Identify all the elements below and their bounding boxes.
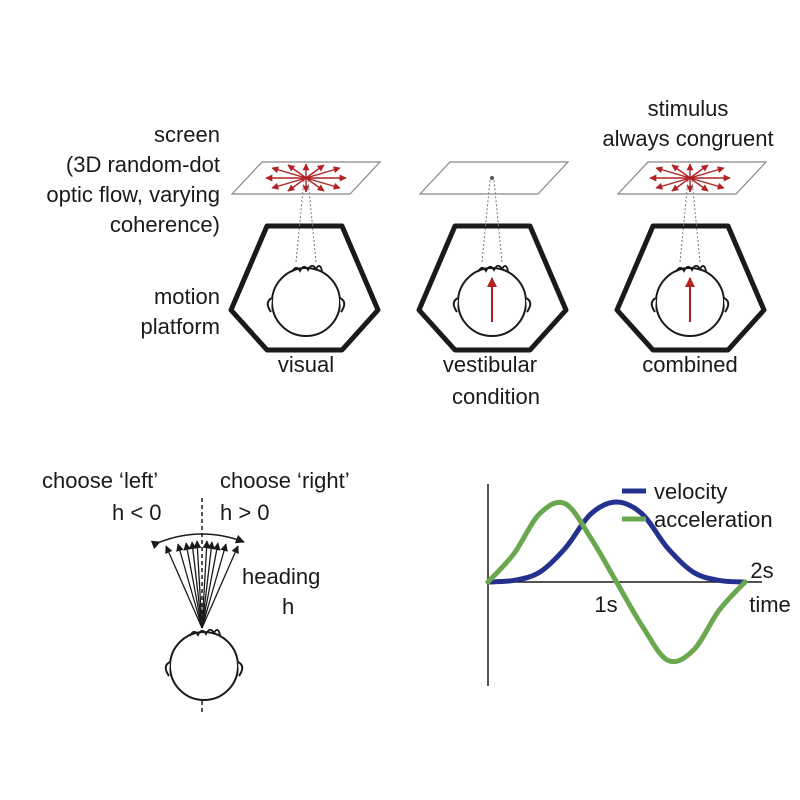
optic-flow-arrows [265, 163, 347, 193]
stimulus-label: stimulus always congruent [602, 96, 773, 151]
choice-arc [150, 533, 245, 550]
screen-label: screen (3D random-dot optic flow, varyin… [46, 122, 220, 237]
optic-flow-arrows [649, 163, 731, 193]
head-icon [266, 264, 346, 337]
screen-label-line: optic flow, varying [46, 182, 220, 207]
series-line-acceleration [485, 499, 748, 665]
stimulus-label-line: always congruent [602, 126, 773, 151]
platform-label: motion platform [141, 284, 220, 339]
heading-arrows [165, 540, 239, 629]
heading-symbol: h [282, 594, 294, 619]
sight-lines [481, 179, 503, 263]
stimulus-label-line: stimulus [648, 96, 729, 121]
condition-vestibular: vestibular [443, 352, 537, 377]
screen-label-line: screen [154, 122, 220, 147]
legend: velocity acceleration [622, 479, 773, 532]
setup-combined: combined [614, 161, 768, 377]
platform-frame [228, 223, 381, 353]
left-rule-label: h < 0 [112, 500, 162, 525]
x-tick-1s: 1s [594, 592, 617, 617]
platform-label-line: platform [141, 314, 220, 339]
condition-caption: condition [452, 384, 540, 409]
series-line-velocity [485, 499, 748, 585]
platform-label-line: motion [154, 284, 220, 309]
head-icon [164, 628, 244, 701]
setup-visual: visual [228, 161, 382, 377]
x-tick-2s: 2s [750, 558, 773, 583]
platform-frame [614, 223, 767, 353]
screen-label-line: coherence) [110, 212, 220, 237]
legend-acceleration: acceleration [654, 507, 773, 532]
motion-profile-chart: velocity acceleration 1s 2s time [485, 479, 791, 686]
setup-vestibular: vestibular condition [416, 161, 570, 409]
heading-label: heading [242, 564, 320, 589]
series-layer [485, 499, 748, 665]
fixation-dot [490, 176, 494, 180]
platform-frame [416, 223, 569, 353]
condition-visual: visual [278, 352, 334, 377]
x-axis-label: time [749, 592, 791, 617]
choose-right-label: choose ‘right’ [220, 468, 350, 493]
condition-combined: combined [642, 352, 737, 377]
sight-lines [679, 179, 701, 263]
sight-lines [295, 179, 317, 263]
choose-left-label: choose ‘left’ [42, 468, 158, 493]
screen-label-line: (3D random-dot [66, 152, 220, 177]
heading-diagram: choose ‘left’ h < 0 choose ‘right’ h > 0… [42, 468, 350, 712]
right-rule-label: h > 0 [220, 500, 270, 525]
legend-velocity: velocity [654, 479, 727, 504]
